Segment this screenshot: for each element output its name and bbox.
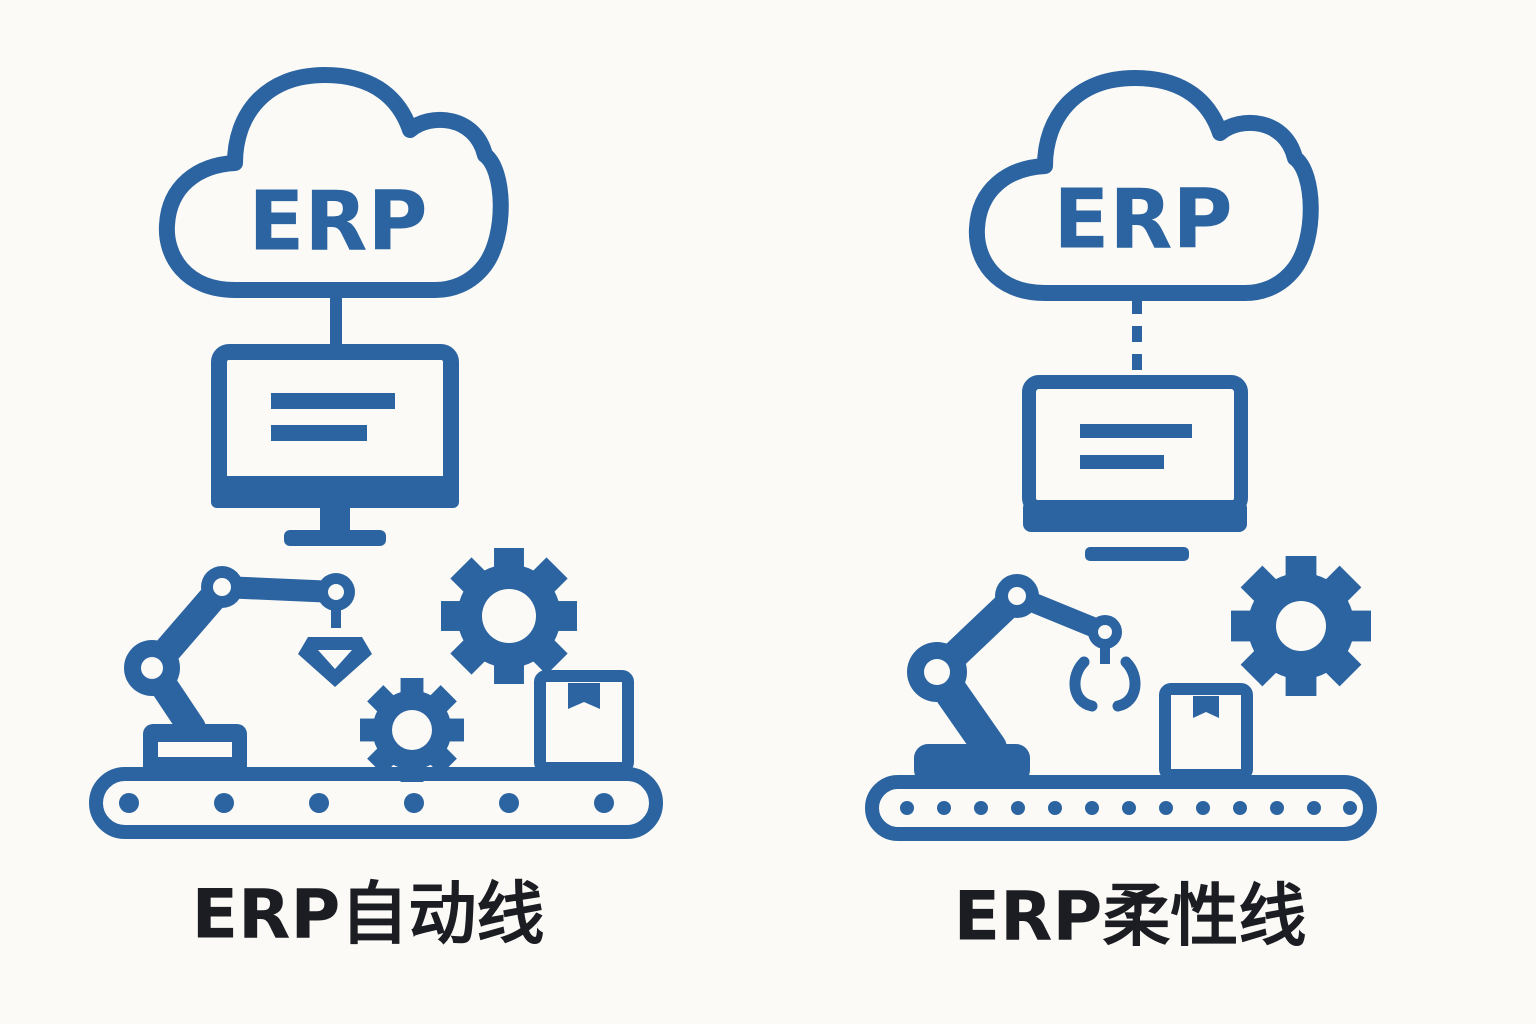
gear-icon: [360, 678, 464, 782]
monitor-icon: [1022, 375, 1248, 561]
conveyor-icon: [865, 775, 1377, 841]
cloud-label: ERP: [1053, 173, 1232, 268]
cloud-icon: ERP: [977, 78, 1311, 293]
robot-arm-icon: [907, 574, 1141, 784]
gear-icon: [441, 548, 577, 684]
box-icon: [534, 670, 634, 774]
caption-automatic-line: ERP自动线: [192, 876, 545, 955]
gear-icon: [1231, 556, 1371, 696]
cloud-label: ERP: [248, 175, 427, 270]
box-icon: [1159, 683, 1253, 781]
cloud-icon: ERP: [167, 75, 501, 290]
panel-flexible-line: ERP: [865, 78, 1377, 957]
conveyor-icon: [89, 767, 663, 839]
monitor-icon: [211, 344, 459, 546]
robot-arm-icon: [124, 566, 372, 780]
panel-automatic-line: ERP: [89, 75, 663, 955]
caption-flexible-line: ERP柔性线: [954, 878, 1307, 957]
